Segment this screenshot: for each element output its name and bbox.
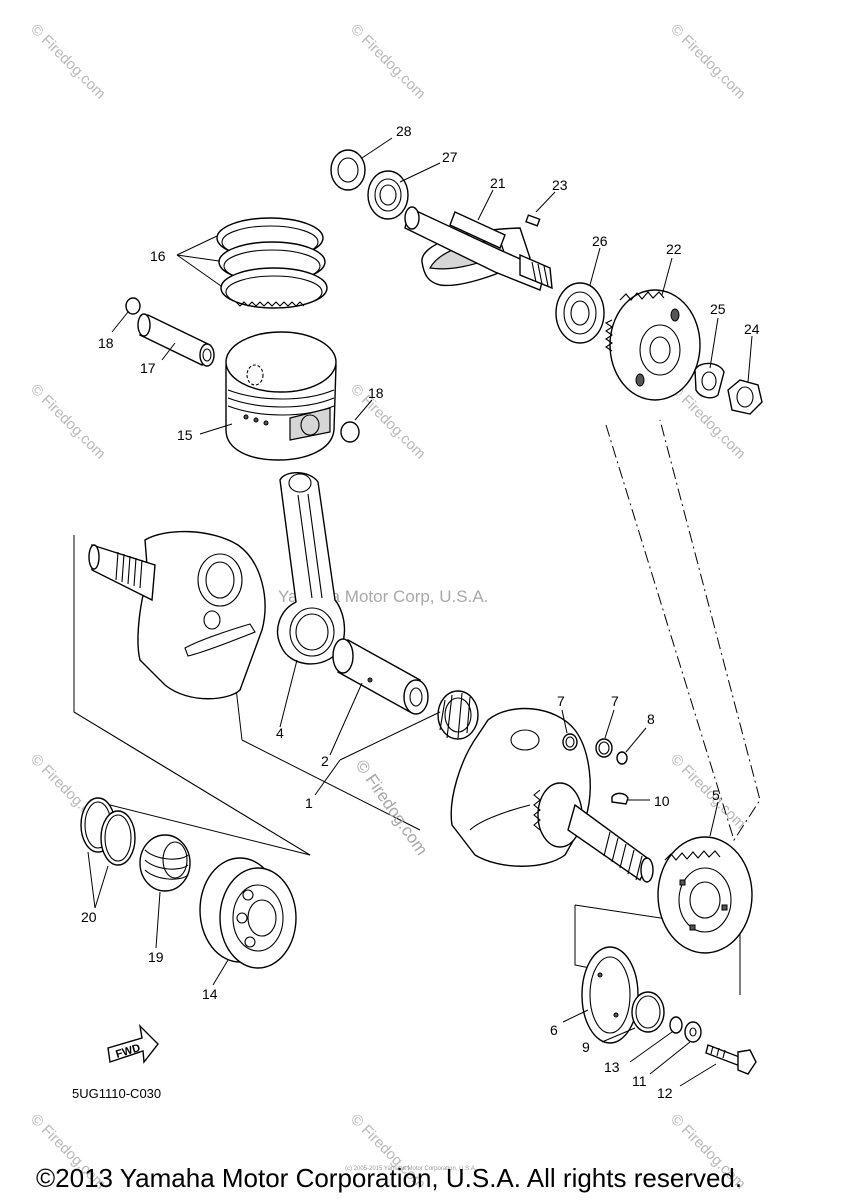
callout-19: 19 [148, 949, 164, 965]
callout-6: 6 [550, 1022, 558, 1038]
callout-4: 4 [276, 725, 284, 741]
watermark-diagram-overlay: © Firedog.com [352, 756, 432, 858]
bearing-part-27 [367, 170, 409, 220]
watermark-tile: © Firedog.com [347, 381, 429, 463]
washer-part-13 [669, 1016, 683, 1034]
watermark-tile: © Firedog.com [667, 21, 749, 103]
callout-9: 9 [582, 1039, 590, 1055]
lock-washer-part-25 [694, 362, 725, 399]
key-part-23 [525, 214, 541, 227]
gear-part-5 [657, 836, 753, 954]
crankshaft-left-half-part-1 [88, 530, 266, 700]
callout-21: 21 [490, 175, 506, 191]
spring-part-7-left [562, 733, 578, 751]
callout-18-right: 18 [368, 385, 384, 401]
callout-11: 11 [632, 1073, 647, 1089]
gear-part-22 [604, 289, 701, 401]
circlip-part-9 [631, 991, 665, 1033]
watermark-tile: © Firedog.com [27, 21, 109, 103]
callout-5: 5 [712, 787, 720, 803]
watermark-tile: © Firedog.com [347, 21, 429, 103]
callout-22: 22 [666, 241, 682, 257]
circlip-part-18-right [340, 421, 360, 443]
callout-16: 16 [150, 248, 166, 264]
nut-part-24 [727, 379, 763, 415]
diagram-code: 5UG1110-C030 [72, 1086, 161, 1101]
plate-part-6 [581, 946, 639, 1044]
callout-labels: 28 27 21 23 26 22 25 24 16 18 17 18 15 4… [81, 123, 760, 1101]
callout-leaders [87, 137, 753, 1087]
callout-24: 24 [744, 321, 760, 337]
callout-23: 23 [552, 177, 568, 193]
piston-part-15 [225, 331, 337, 461]
bearing-part-14 [199, 857, 297, 969]
copyright-footer: ©2013 Yamaha Motor Corporation, U.S.A. A… [36, 1163, 742, 1193]
callout-15: 15 [177, 427, 193, 443]
callout-2: 2 [321, 753, 329, 769]
crankshaft-part-21 [404, 206, 553, 291]
oil-seal-part-28 [330, 149, 366, 191]
crankshaft-right-half [450, 707, 654, 883]
callout-27: 27 [442, 149, 458, 165]
connecting-rod-part-4 [277, 472, 346, 665]
callout-14: 14 [202, 986, 218, 1002]
plunger-part-8 [616, 751, 628, 765]
tiny-copyright: (c) 2005-2015 Yamaha Motor Corporation, … [345, 1166, 477, 1172]
callout-17: 17 [140, 360, 156, 376]
piston-rings-part-16 [216, 217, 328, 309]
callout-13: 13 [604, 1059, 620, 1075]
callout-7-left: 7 [557, 693, 565, 709]
bearing-part-26 [555, 282, 605, 344]
callout-25: 25 [710, 301, 726, 317]
callout-1: 1 [305, 795, 313, 811]
forward-arrow-icon: FWD [107, 1023, 159, 1064]
spring-part-7-right [595, 738, 613, 758]
piston-pin-part-17 [137, 313, 215, 367]
bolt-part-12 [705, 1044, 757, 1075]
needle-bearing [437, 690, 479, 740]
callout-26: 26 [592, 233, 608, 249]
key-part-10 [611, 792, 629, 805]
callout-8: 8 [647, 711, 655, 727]
sleeve-part-19 [139, 834, 191, 892]
circlips-part-20 [80, 797, 136, 866]
callout-20: 20 [81, 909, 97, 925]
watermark-tile: © Firedog.com [667, 751, 749, 833]
callout-7-right: 7 [611, 693, 619, 709]
callout-10: 10 [654, 793, 670, 809]
circlip-part-18-left [125, 297, 141, 315]
callout-18-left: 18 [98, 335, 114, 351]
callout-12: 12 [657, 1085, 673, 1101]
washer-part-11 [684, 1021, 702, 1043]
watermark-tile: © Firedog.com [27, 381, 109, 463]
crank-pin-part-2 [332, 638, 429, 715]
callout-28: 28 [396, 123, 412, 139]
